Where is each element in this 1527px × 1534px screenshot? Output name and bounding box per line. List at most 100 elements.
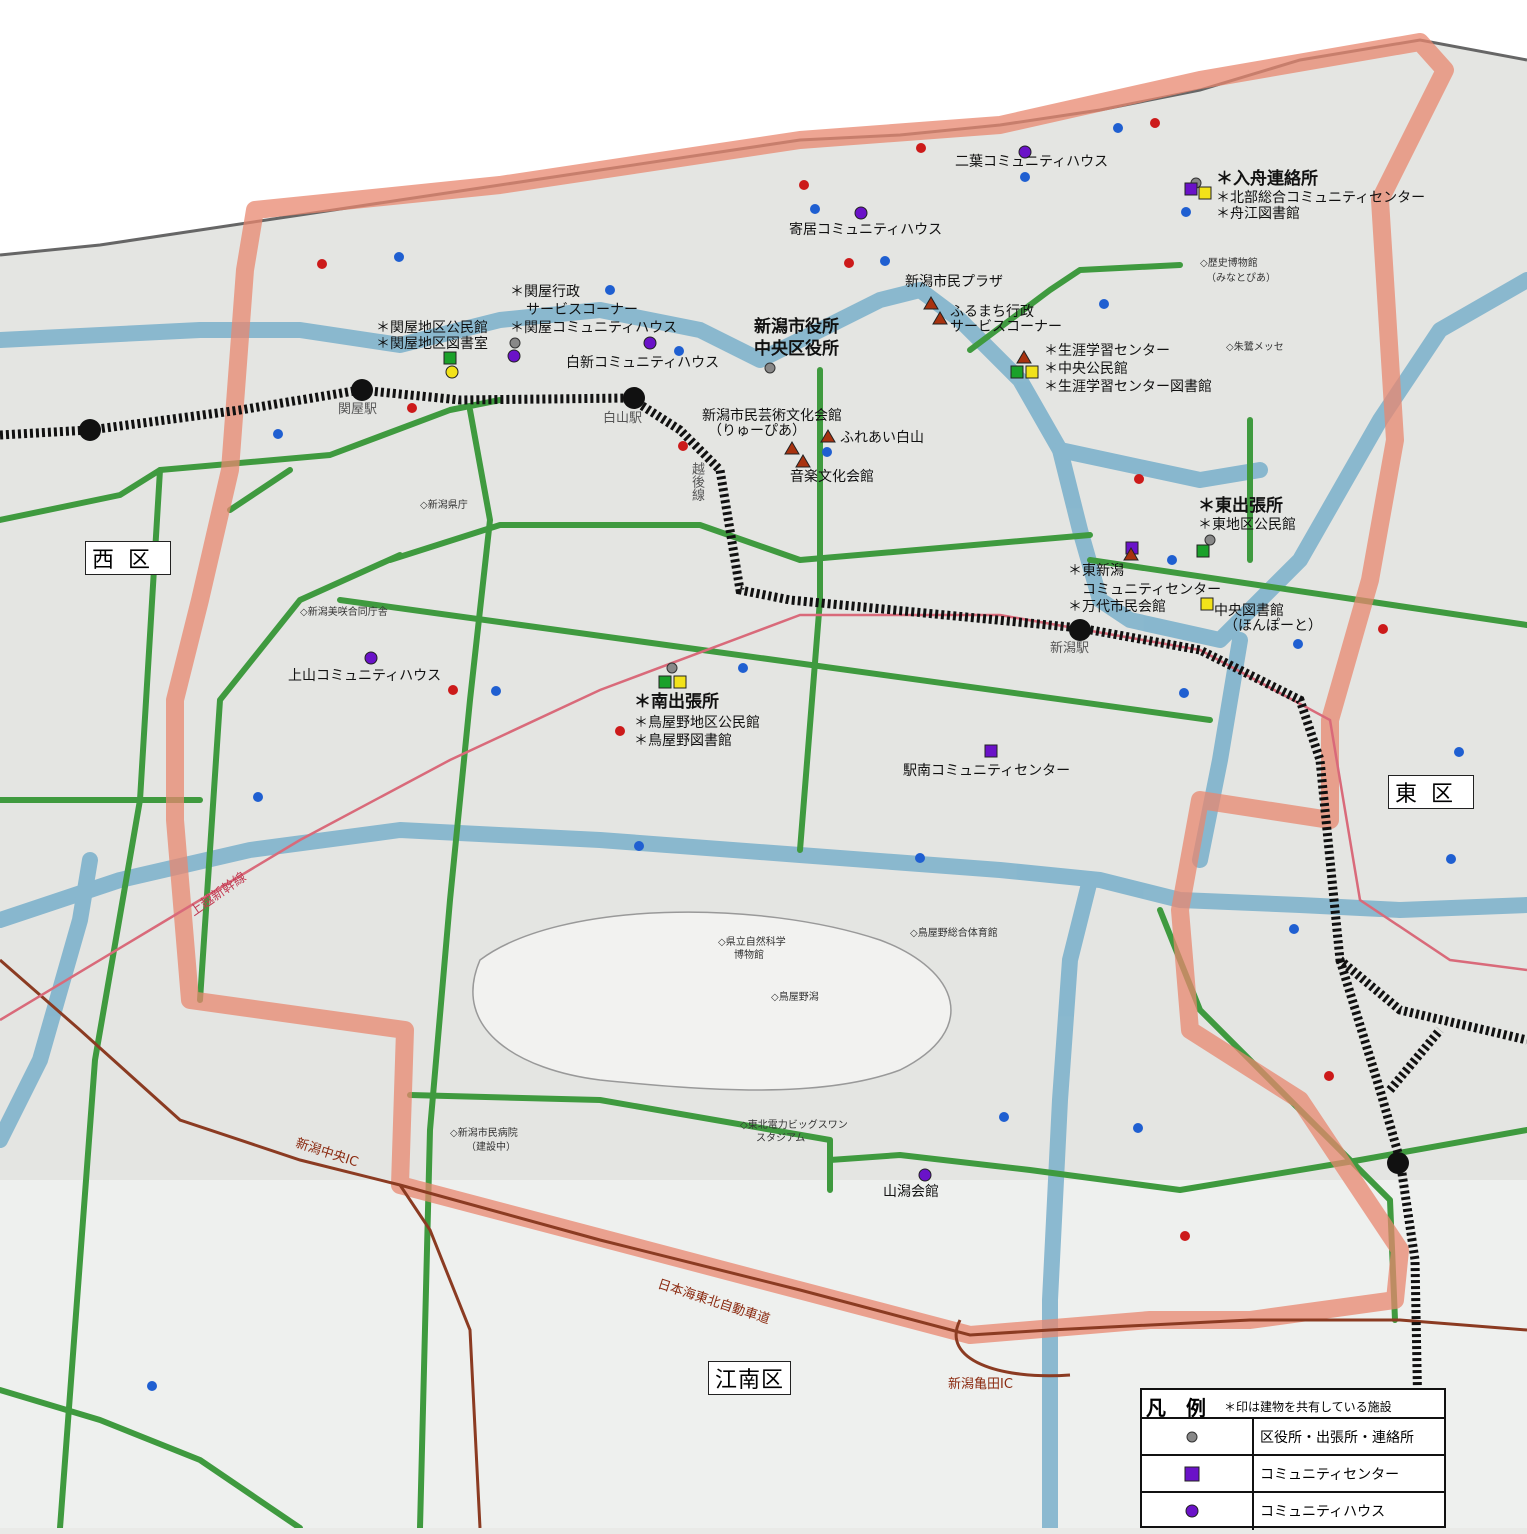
legend-row-cc: コミュニティセンター bbox=[1142, 1454, 1444, 1493]
school-marker-red bbox=[678, 441, 688, 451]
school-marker-blue bbox=[394, 252, 404, 262]
rivers bbox=[0, 272, 1527, 1528]
school-marker-blue bbox=[822, 447, 832, 457]
school-marker-blue bbox=[1020, 172, 1030, 182]
library-marker-funae bbox=[1198, 186, 1212, 200]
landmark-kencho: ◇新潟県庁 bbox=[420, 500, 468, 511]
label-hokubu: ＊北部総合コミュニティセンター bbox=[1216, 190, 1426, 206]
school-marker-blue bbox=[491, 686, 501, 696]
chuo-ward-boundary bbox=[166, 33, 1454, 1344]
school-marker-red bbox=[844, 258, 854, 268]
landmark-toki-messe: ◇朱鷺メッセ bbox=[1226, 342, 1284, 353]
school-marker-blue bbox=[1167, 555, 1177, 565]
label-sekiya-gyosei-2: サービスコーナー bbox=[526, 302, 638, 318]
landmark-stadium-2: スタジアム bbox=[756, 1133, 806, 1144]
railways bbox=[0, 385, 1527, 1528]
label-higashi-shuccho: ＊東出張所 bbox=[1198, 496, 1283, 516]
school-marker-blue bbox=[273, 429, 283, 439]
school-marker-blue bbox=[880, 256, 890, 266]
label-sekiya-gyosei-1: ＊関屋行政 bbox=[510, 284, 580, 300]
landmark-toyanogata: ◇鳥屋野潟 bbox=[771, 992, 819, 1003]
label-chuo-kominkan: ＊中央公民館 bbox=[1044, 361, 1128, 377]
school-marker-blue bbox=[1454, 747, 1464, 757]
school-marker-red bbox=[615, 726, 625, 736]
landmark-byoin-2: （建設中） bbox=[466, 1142, 516, 1153]
label-kamiyama: 上山コミュニティハウス bbox=[288, 668, 442, 684]
landmark-kagaku-2: 博物館 bbox=[734, 950, 764, 961]
station-sekiya: 関屋駅 bbox=[338, 402, 378, 417]
label-ryutopia-1: 新潟市民芸術文化会館 bbox=[702, 408, 842, 424]
library-marker-chuo bbox=[1200, 597, 1214, 611]
lake-toyanogata bbox=[472, 911, 952, 1091]
label-fureai: ふれあい白山 bbox=[840, 430, 924, 446]
station-hakusan: 白山駅 bbox=[603, 411, 643, 426]
school-marker-red bbox=[317, 259, 327, 269]
school-marker-blue bbox=[1133, 1123, 1143, 1133]
ch-marker-hakushin bbox=[643, 336, 657, 350]
label-chuo-lib-2: （ほんぽーと） bbox=[1224, 618, 1322, 634]
district-label-west: 西区 bbox=[85, 541, 172, 575]
cc-marker-hokubu bbox=[1184, 182, 1198, 196]
school-marker-red bbox=[916, 143, 926, 153]
school-marker-red bbox=[799, 180, 809, 190]
library-marker-sekiya bbox=[445, 365, 459, 379]
school-marker-blue bbox=[147, 1381, 157, 1391]
label-shogai: ＊生涯学習センター bbox=[1044, 343, 1170, 359]
label-sekiya-kominkan: ＊関屋地区公民館 bbox=[376, 320, 488, 336]
school-marker-red bbox=[1180, 1231, 1190, 1241]
label-ekinan: 駅南コミュニティセンター bbox=[903, 763, 1071, 779]
station-dots bbox=[79, 379, 1409, 1174]
landmark-kagaku-1: ◇県立自然科学 bbox=[718, 937, 786, 948]
legend-ch-icon bbox=[1185, 1504, 1199, 1518]
label-ongaku: 音楽文化会館 bbox=[790, 469, 874, 485]
kominkan-marker-higashi bbox=[1196, 544, 1210, 558]
map-legend: 凡 例 ＊印は建物を共有している施設 区役所・出張所・連絡所 コミュニティセンタ… bbox=[1140, 1388, 1446, 1530]
label-higashi-kominkan: ＊東地区公民館 bbox=[1198, 517, 1296, 533]
landmark-byoin-1: ◇新潟市民病院 bbox=[450, 1128, 518, 1139]
label-furumachi-2: サービスコーナー bbox=[950, 319, 1062, 335]
ch-marker-yorii bbox=[854, 206, 868, 220]
office-marker-cityhall bbox=[764, 362, 776, 374]
label-sekiya-ch: ＊関屋コミュニティハウス bbox=[510, 320, 678, 336]
label-bandai: ＊万代市民会館 bbox=[1068, 599, 1166, 615]
office-marker-sekiya bbox=[509, 337, 521, 349]
school-marker-red bbox=[1324, 1071, 1334, 1081]
school-marker-red bbox=[1150, 118, 1160, 128]
label-higashi-cc-2: コミュニティセンター bbox=[1082, 582, 1222, 598]
label-yorii: 寄居コミュニティハウス bbox=[789, 222, 943, 238]
school-marker-blue bbox=[1113, 123, 1123, 133]
legend-note: ＊印は建物を共有している施設 bbox=[1224, 1400, 1392, 1414]
label-city-hall-2: 中央区役所 bbox=[754, 339, 839, 359]
legend-cc-icon bbox=[1184, 1466, 1200, 1482]
kominkan-marker-toyano bbox=[658, 675, 672, 689]
district-label-east: 東区 bbox=[1388, 775, 1475, 809]
label-futaba: 二葉コミュニティハウス bbox=[955, 154, 1109, 170]
ch-marker-sekiya bbox=[507, 349, 521, 363]
school-marker-blue bbox=[253, 792, 263, 802]
landmark-bijutsu: ◇新潟美咲合同庁舎 bbox=[300, 607, 388, 618]
school-markers bbox=[147, 118, 1464, 1391]
line-echigo: 越後線 bbox=[688, 462, 704, 501]
station-niigata: 新潟駅 bbox=[1050, 641, 1090, 656]
label-shogai-lib: ＊生涯学習センター図書館 bbox=[1044, 379, 1212, 395]
label-minami-shuccho: ＊南出張所 bbox=[634, 692, 719, 712]
expressways bbox=[0, 958, 1527, 1528]
road-kameda-ic: 新潟亀田IC bbox=[948, 1377, 1013, 1392]
office-marker-higashi bbox=[1204, 534, 1216, 546]
label-toyano-lib: ＊鳥屋野図書館 bbox=[634, 733, 732, 749]
district-label-konan: 江南区 bbox=[708, 1361, 792, 1395]
school-marker-blue bbox=[1289, 924, 1299, 934]
library-marker-toyano bbox=[673, 675, 687, 689]
legend-cc-label: コミュニティセンター bbox=[1260, 1467, 1400, 1483]
label-chuo-lib-1: 中央図書館 bbox=[1214, 603, 1284, 619]
landmark-taiikukan: ◇鳥屋野総合体育館 bbox=[910, 928, 998, 939]
ch-marker-kamiyama bbox=[364, 651, 378, 665]
ch-marker-sangata bbox=[918, 1168, 932, 1182]
school-marker-blue bbox=[1179, 688, 1189, 698]
library-marker-shogai bbox=[1025, 365, 1039, 379]
school-marker-blue bbox=[605, 285, 615, 295]
legend-ch-label: コミュニティハウス bbox=[1260, 1504, 1386, 1520]
label-furumachi-1: ふるまち行政 bbox=[950, 304, 1034, 320]
legend-office-icon bbox=[1186, 1431, 1198, 1443]
